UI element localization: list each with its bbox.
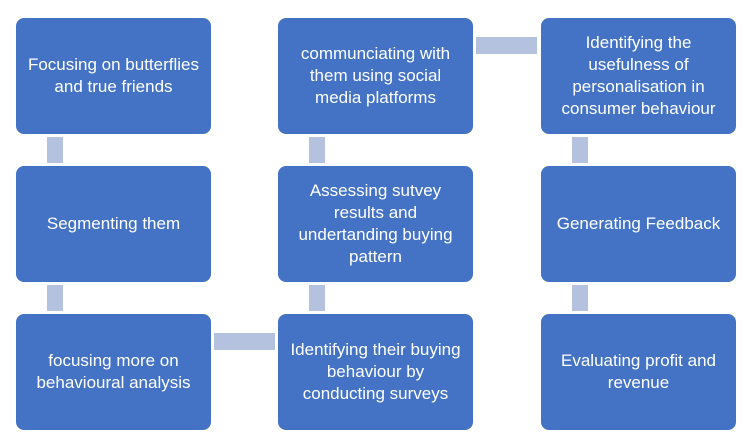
- connector-b3-b4: [214, 333, 275, 350]
- connector-b4-b5: [309, 285, 325, 311]
- step-box-5: Assessing sutvey results and undertandin…: [278, 166, 473, 282]
- connector-b2-b3: [47, 285, 63, 311]
- step-box-9: Evaluating profit and revenue: [541, 314, 736, 430]
- connector-b7-b8: [572, 137, 588, 163]
- step-box-4: Identifying their buying behaviour by co…: [278, 314, 473, 430]
- connector-b8-b9: [572, 285, 588, 311]
- connector-b1-b2: [47, 137, 63, 163]
- step-box-8: Generating Feedback: [541, 166, 736, 282]
- connector-b6-b7: [476, 37, 537, 54]
- connector-b5-b6: [309, 137, 325, 163]
- step-box-1: Focusing on butterflies and true friends: [16, 18, 211, 134]
- step-box-6: communciating with them using social med…: [278, 18, 473, 134]
- step-box-3: focusing more on behavioural analysis: [16, 314, 211, 430]
- step-box-2: Segmenting them: [16, 166, 211, 282]
- step-box-7: Identifying the usefulness of personalis…: [541, 18, 736, 134]
